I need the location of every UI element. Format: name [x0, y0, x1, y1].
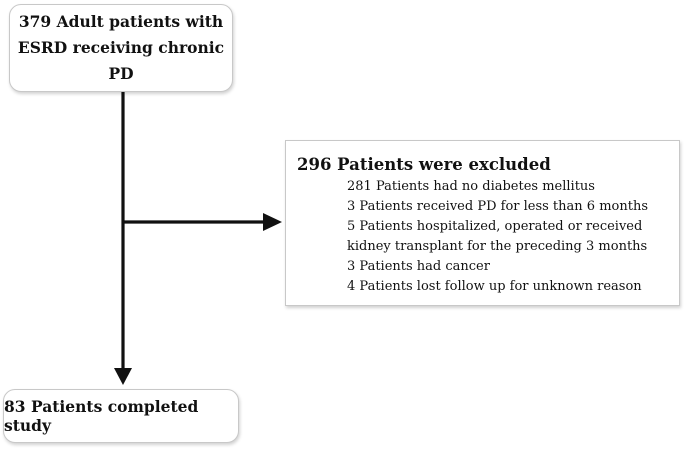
completed-study-label: 83 Patients completed study — [4, 397, 199, 435]
main-flow-arrowhead — [114, 368, 132, 385]
exclusion-reason: 3 Patients had cancer — [347, 259, 490, 274]
excluded-patients-title: 296 Patients were excluded — [297, 155, 551, 174]
exclusion-reason: 4 Patients lost follow up for unknown re… — [347, 279, 642, 294]
completed-study-box: 83 Patients completed study — [3, 389, 239, 443]
exclusion-reason-continued: kidney transplant for the preceding 3 mo… — [347, 239, 648, 254]
exclusion-reason: 3 Patients received PD for less than 6 m… — [347, 199, 648, 214]
exclusion-reason: 5 Patients hospitalized, operated or rec… — [347, 219, 643, 234]
exclusion-reason: 281 Patients had no diabetes mellitus — [347, 179, 595, 194]
enrolled-patients-line-2: ESRD receiving chronic PD — [17, 38, 225, 83]
enrolled-patients-box: 379 Adult patients with ESRD receiving c… — [9, 4, 233, 92]
enrolled-patients-line-1: 379 Adult patients with — [18, 12, 224, 31]
exclusion-branch-arrowhead — [263, 213, 282, 231]
exclusion-reasons-list: 281 Patients had no diabetes mellitus 3 … — [297, 177, 679, 297]
excluded-patients-box: 296 Patients were excluded 281 Patients … — [285, 140, 680, 306]
